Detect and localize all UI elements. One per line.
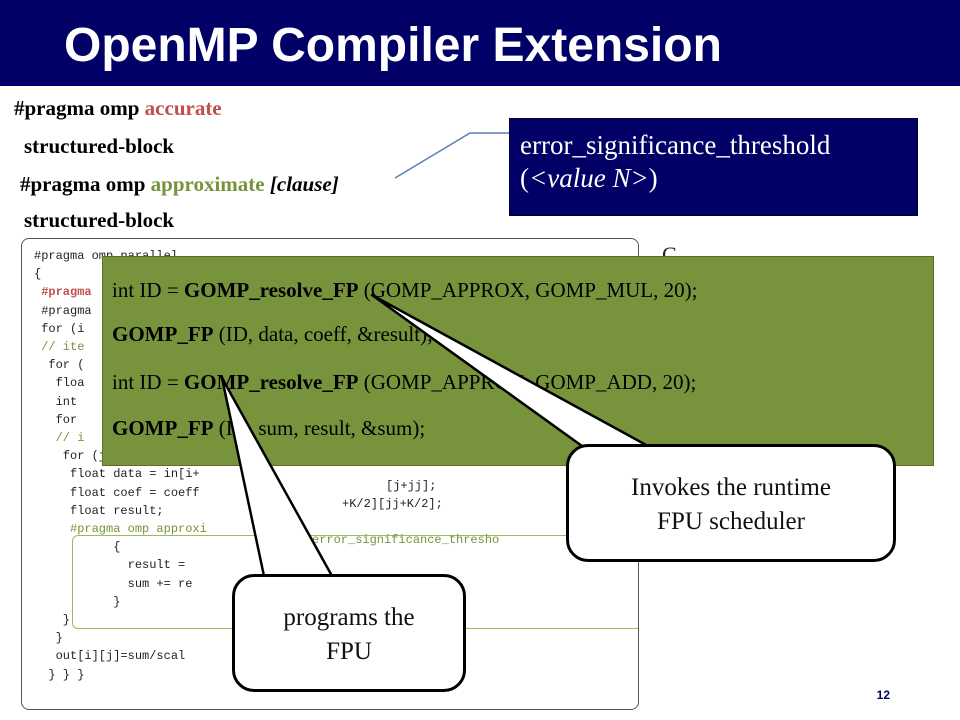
code-line: } (34, 613, 71, 628)
code-line: } (34, 594, 121, 609)
code-line: int (34, 394, 85, 409)
overlay-line-4: GOMP_FP (ID, sum, result, &sum); (112, 416, 426, 440)
code-line: for (i (34, 321, 85, 336)
code-line: for (34, 412, 85, 427)
clause-argument: (<value N>) (520, 163, 658, 193)
pragma-prefix: #pragma omp (14, 96, 145, 120)
overlay-line-1: int ID = GOMP_resolve_FP (GOMP_APPROX, G… (112, 278, 698, 302)
pragma-approximate-line: #pragma omp approximate [clause] (20, 172, 339, 197)
code-line: float coef = coeff (34, 485, 200, 500)
code-line: { (34, 267, 42, 282)
page-number: 12 (876, 688, 890, 702)
slide-title: OpenMP Compiler Extension (64, 19, 722, 72)
code-line: sum += re (34, 576, 193, 591)
code-line: result = (34, 558, 193, 573)
code-fragment-data: [j+jj]; (386, 479, 437, 493)
structured-block-1: structured-block (24, 134, 175, 158)
code-line: floa (34, 376, 85, 391)
pragma-prefix-2: #pragma omp (20, 172, 151, 196)
code-line: } } } (34, 667, 85, 682)
resolve-fp-call: GOMP_resolve_FP (183, 278, 359, 302)
code-line: { (34, 540, 121, 555)
approximate-keyword: approximate (150, 172, 265, 196)
code-line: for ( (34, 358, 85, 373)
gomp-fp-call: GOMP_FP (112, 322, 214, 346)
pragma-accurate-line: #pragma omp accurate (14, 96, 222, 121)
structured-block-2: structured-block (24, 208, 175, 232)
gomp-fp-call-2: GOMP_FP (112, 416, 214, 440)
code-line: // ite (34, 340, 85, 355)
clause-placeholder: [clause] (269, 172, 339, 196)
code-line: #pragma omp approxi (34, 522, 207, 537)
clause-name: error_significance_threshold (520, 130, 831, 160)
title-divider (0, 86, 960, 90)
clause-value: <value N> (529, 163, 649, 193)
resolve-fp-call-2: GOMP_resolve_FP (183, 370, 359, 394)
code-line: #pragma (34, 303, 92, 318)
fpu-callout: programs the FPU (232, 574, 466, 692)
code-line: float result; (34, 503, 164, 518)
code-line: } (34, 631, 63, 646)
code-line: float data = in[i+ (34, 467, 200, 482)
code-fragment-pragma: error_significance_thresho (312, 533, 500, 547)
scheduler-callout: Invokes the runtime FPU scheduler (566, 444, 896, 562)
code-line: out[i][j]=sum/scal (34, 649, 186, 664)
overlay-line-3: int ID = GOMP_resolve_FP (GOMP_APPROX, G… (112, 370, 697, 394)
clause-definition-box: error_significance_threshold (<value N>) (509, 118, 918, 216)
title-bar (0, 0, 960, 86)
code-line: #pragma (34, 285, 92, 300)
overlay-line-2: GOMP_FP (ID, data, coeff, &result); (112, 322, 433, 346)
code-line: // i (34, 431, 85, 446)
code-fragment-coef: +K/2][jj+K/2]; (342, 497, 443, 511)
accurate-keyword: accurate (144, 96, 222, 120)
